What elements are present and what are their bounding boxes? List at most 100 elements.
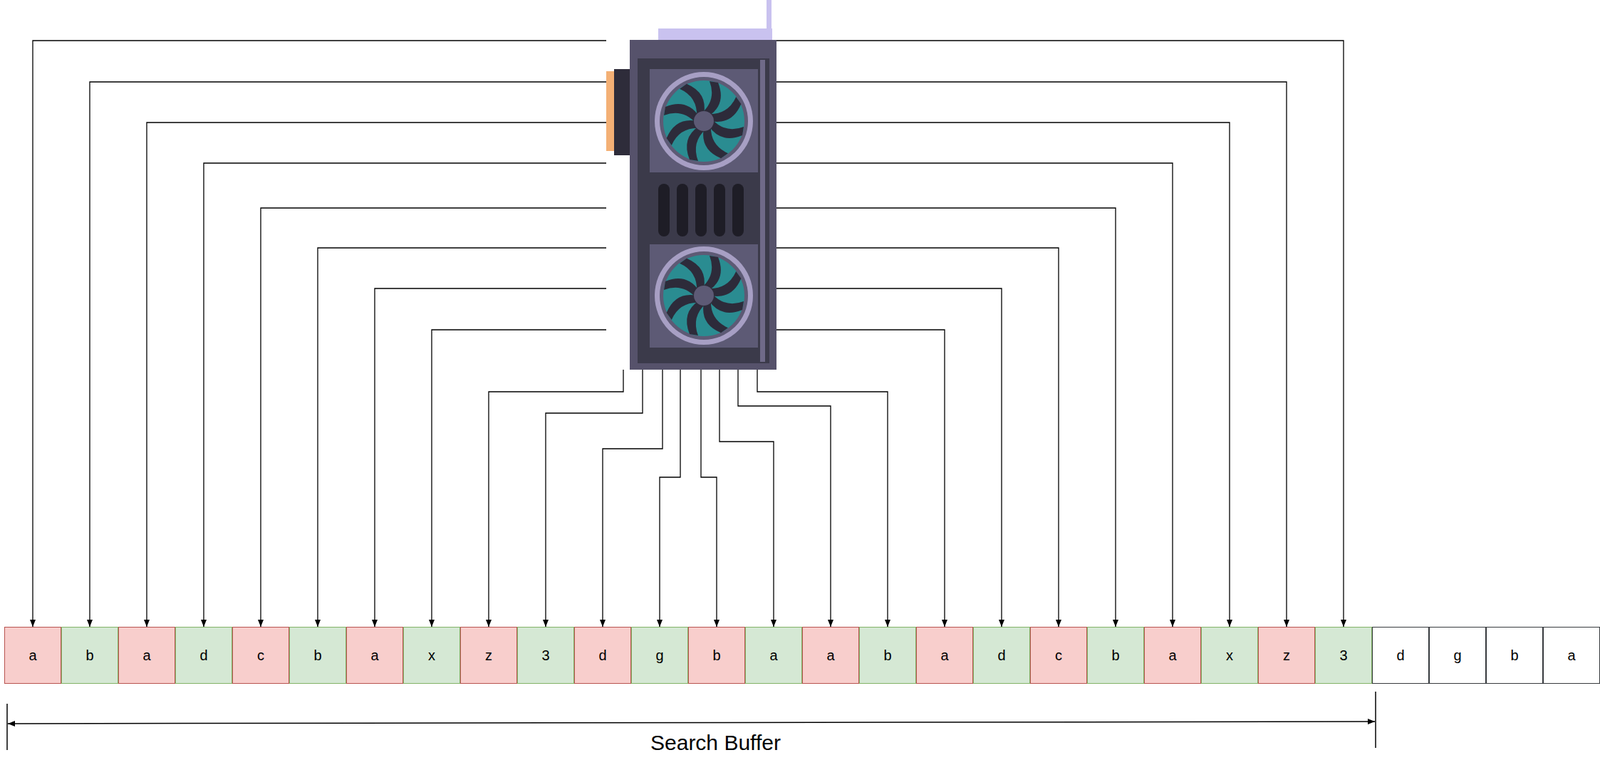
cell-text: a xyxy=(28,647,37,664)
wire xyxy=(374,288,607,627)
cell-text: z xyxy=(485,647,493,664)
cell-text: b xyxy=(313,647,322,664)
wire xyxy=(776,81,1287,627)
buffer-cell: a xyxy=(118,626,176,684)
wire-group xyxy=(32,40,1344,627)
fan-blades xyxy=(663,81,745,162)
wire xyxy=(545,369,643,627)
buffer-cell: c xyxy=(1030,626,1088,684)
cell-text: g xyxy=(655,647,664,664)
cell-text: c xyxy=(1055,647,1063,664)
cell-text: b xyxy=(712,647,721,664)
buffer-cell: b xyxy=(1486,626,1544,684)
cell-text: a xyxy=(142,647,151,664)
buffer-cell: b xyxy=(688,626,746,684)
cell-text: d xyxy=(598,647,607,664)
buffer-cell: a xyxy=(1144,626,1202,684)
buffer-cell: d xyxy=(973,626,1031,684)
wire xyxy=(659,369,681,627)
gpu-vents xyxy=(658,183,744,237)
buffer-cell: d xyxy=(1372,626,1430,684)
cell-text: a xyxy=(826,647,835,664)
cell-text: d xyxy=(997,647,1006,664)
cell-text: a xyxy=(769,647,778,664)
wire xyxy=(431,329,607,627)
fan-ring xyxy=(659,76,748,166)
bracket-arrow xyxy=(7,721,1375,724)
fan-rotor xyxy=(663,80,745,162)
bracket-tick xyxy=(1374,691,1377,748)
cell-text: b xyxy=(883,647,892,664)
wire xyxy=(776,40,1344,627)
buffer-cell: x xyxy=(1201,626,1259,684)
wire xyxy=(32,40,607,627)
cell-text: x xyxy=(1226,647,1234,664)
wire xyxy=(776,288,1002,627)
buffer-cell: 3 xyxy=(517,626,575,684)
cell-text: z xyxy=(1282,647,1291,664)
cell-text: x xyxy=(428,647,436,664)
buffer-cell: d xyxy=(574,626,632,684)
buffer-cell: a xyxy=(1543,626,1600,684)
wire xyxy=(776,122,1230,627)
buffer-cell: a xyxy=(4,626,62,684)
fan-rotor xyxy=(663,255,745,337)
cell-text: c xyxy=(257,647,265,664)
wire xyxy=(776,208,1116,627)
buffer-cell: c xyxy=(232,626,290,684)
wire xyxy=(146,122,607,627)
fan-ring xyxy=(654,246,753,345)
fan-frame xyxy=(649,244,758,348)
wire xyxy=(776,329,945,627)
buffer-cell: a xyxy=(346,626,404,684)
cell-text: a xyxy=(1168,647,1177,664)
wire xyxy=(602,369,663,627)
cell-text: a xyxy=(940,647,949,664)
buffer-cell: g xyxy=(1429,626,1487,684)
fan-ring xyxy=(654,71,753,171)
buffer-cell: 3 xyxy=(1315,626,1373,684)
gpu-connector xyxy=(614,69,632,156)
buffer-cell: b xyxy=(1087,626,1145,684)
buffer-cell: b xyxy=(61,626,119,684)
buffer-cell: a xyxy=(916,626,974,684)
buffer-cell: x xyxy=(403,626,461,684)
cell-text: d xyxy=(199,647,208,664)
buffer-cell: b xyxy=(859,626,917,684)
cell-text: g xyxy=(1453,647,1462,664)
cell-text: 3 xyxy=(1339,647,1348,664)
fan-blades xyxy=(663,255,745,337)
buffer-cell: d xyxy=(175,626,233,684)
gpu-bracket xyxy=(658,28,773,40)
gpu-bracket xyxy=(766,0,772,32)
fan-hub xyxy=(693,285,714,306)
buffer-cell: a xyxy=(745,626,803,684)
gpu-strip xyxy=(760,59,766,362)
wire xyxy=(719,369,774,627)
gpu-body xyxy=(629,39,777,370)
cell-text: 3 xyxy=(541,647,550,664)
cell-text: a xyxy=(370,647,379,664)
cell-text: d xyxy=(1396,647,1405,664)
cell-text: b xyxy=(1111,647,1120,664)
wire xyxy=(260,208,607,627)
wire xyxy=(700,369,717,627)
fan-frame xyxy=(649,69,758,173)
gpu-card xyxy=(606,0,777,370)
wire xyxy=(89,81,607,627)
buffer-cell: a xyxy=(802,626,860,684)
wire xyxy=(317,247,607,627)
cell-text: b xyxy=(1510,647,1519,664)
wire xyxy=(776,247,1059,627)
fan-hub xyxy=(693,111,714,132)
cell-text: b xyxy=(85,647,94,664)
cell-text: a xyxy=(1567,647,1576,664)
buffer-cell: z xyxy=(1258,626,1316,684)
buffer-cell: b xyxy=(289,626,347,684)
fan-ring xyxy=(659,251,748,340)
wire xyxy=(738,369,831,627)
span-label: Search Buffer xyxy=(647,730,784,755)
wire xyxy=(757,369,888,627)
buffer-cell: g xyxy=(631,626,689,684)
